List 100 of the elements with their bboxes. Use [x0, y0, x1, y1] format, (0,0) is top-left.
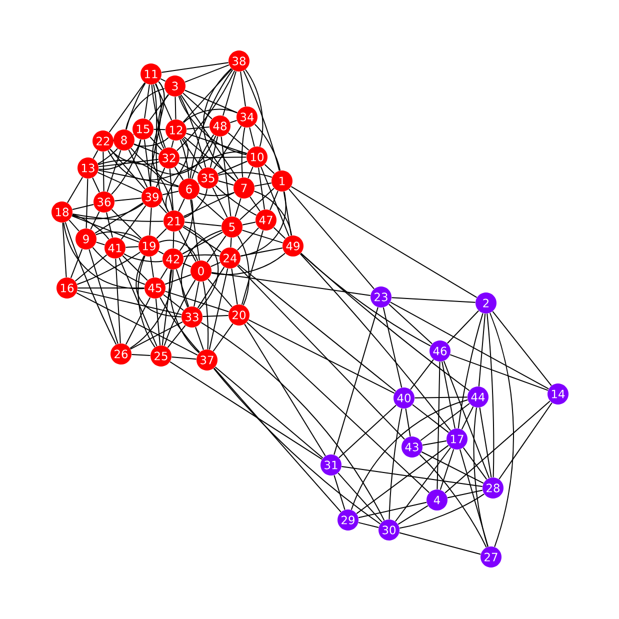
edge-line [228, 132, 250, 151]
edge-line [492, 310, 552, 386]
edge-line [115, 258, 121, 344]
edge-line [341, 466, 483, 487]
edge-line [194, 281, 200, 307]
edge-line [230, 120, 238, 124]
edge-line [186, 132, 248, 154]
edge-line [178, 198, 185, 212]
edge-line [184, 222, 222, 226]
edge-line [198, 192, 235, 196]
edge-line [95, 231, 141, 240]
edge-line [394, 447, 452, 522]
edge-line [447, 490, 483, 498]
edge-line [72, 203, 144, 220]
edge-line [184, 90, 238, 114]
edge-line [90, 211, 100, 230]
edge-line [182, 68, 232, 123]
edge-line [358, 502, 427, 518]
edge-line [162, 294, 184, 311]
edge-line [241, 230, 264, 306]
edge-line [158, 94, 169, 150]
edge-line [122, 255, 148, 281]
edge-line [473, 407, 488, 548]
edge-line [174, 96, 176, 120]
edge-line [72, 204, 94, 210]
edge-line [283, 191, 292, 236]
edge-line [92, 246, 146, 285]
edge-line [478, 313, 486, 387]
edge-line [334, 474, 346, 510]
edge-line [171, 140, 174, 148]
edge-line [169, 269, 200, 354]
edge-line [260, 166, 290, 237]
edge-line [86, 178, 88, 229]
edge-line [178, 162, 199, 174]
edge-line [125, 88, 166, 130]
edge-line [97, 172, 143, 194]
edge-line [388, 408, 402, 520]
edge-line [98, 160, 173, 211]
edge-line [94, 202, 144, 234]
edge-line [246, 322, 430, 494]
edge-line [176, 70, 236, 152]
edge-line [231, 268, 238, 305]
edge-line [200, 322, 385, 521]
edge-line [390, 302, 550, 390]
edge-line [118, 257, 158, 347]
edge-line [88, 248, 118, 344]
edge-line [218, 180, 234, 186]
edge-line [114, 198, 142, 202]
edge-line [210, 262, 221, 268]
edge-line [240, 71, 246, 107]
edge-line [190, 69, 234, 179]
edge-line [130, 321, 183, 350]
edge-line [171, 356, 197, 360]
edge-line [92, 150, 98, 160]
edge-line [206, 235, 226, 263]
edge-line [120, 205, 146, 240]
edge-line [108, 150, 248, 180]
edge-line [182, 262, 192, 268]
edge-line [290, 186, 478, 298]
edge-line [176, 268, 190, 308]
edge-line [412, 404, 449, 433]
edge-line [440, 448, 454, 490]
edge-line [264, 164, 275, 174]
edge-line [164, 274, 192, 285]
edge-line [382, 307, 402, 388]
edge-line [111, 209, 142, 239]
edge-line [240, 191, 286, 257]
edge-line [358, 522, 380, 528]
edge-line [153, 84, 169, 212]
edge-line [258, 167, 265, 210]
edge-line [242, 222, 256, 226]
edge-line [144, 139, 152, 187]
edge-line [442, 361, 456, 429]
edge-line [74, 254, 108, 282]
edge-line [178, 96, 247, 156]
edge-line [186, 126, 210, 130]
edge-line [62, 222, 67, 278]
edge-line [172, 231, 174, 249]
edge-line [214, 366, 324, 459]
edge-line [131, 354, 151, 356]
edge-line [239, 188, 275, 220]
edge-line [106, 212, 113, 238]
edge-line [179, 198, 194, 252]
edge-line [167, 324, 186, 348]
edge-line [76, 292, 198, 356]
edge-line [410, 359, 434, 390]
edge-line [215, 185, 257, 216]
edge-line [236, 227, 260, 251]
edge-line [356, 444, 449, 514]
edge-line [130, 269, 174, 349]
edge-line [183, 192, 235, 217]
edge-line [202, 314, 229, 318]
edge-line [133, 137, 169, 147]
edge-line [398, 532, 482, 555]
edge-line [150, 83, 162, 187]
edge-line [244, 69, 264, 148]
edge-line [388, 304, 433, 344]
edge-line [158, 250, 164, 254]
edge-line [169, 168, 174, 211]
edge-line [248, 319, 395, 394]
